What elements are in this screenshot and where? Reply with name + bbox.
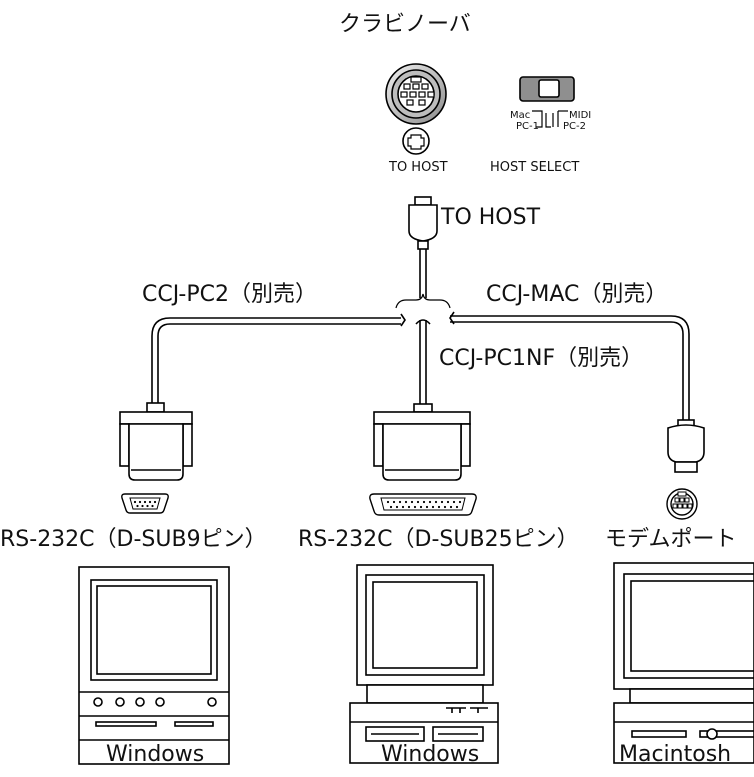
port-label-dsub9: RS-232C（D-SUB9ピン）	[0, 527, 267, 552]
pin-hole	[416, 500, 420, 504]
pin-hole	[437, 505, 441, 509]
pin-hole	[392, 500, 396, 504]
pin-hole	[425, 505, 429, 509]
cable-plug-label: TO HOST	[441, 205, 541, 230]
pin-hole	[419, 505, 423, 509]
macintosh-icon	[613, 562, 754, 764]
to-host-port-label: TO HOST	[389, 160, 448, 175]
pin-hole	[428, 500, 432, 504]
branch-bracket	[395, 293, 451, 309]
pin-hole	[446, 500, 450, 504]
port-label-dsub25: RS-232C（D-SUB25ピン）	[298, 527, 579, 552]
port-label-modem: モデムポート	[605, 527, 737, 552]
cable-pc1nf	[415, 319, 431, 404]
computer-label-right: Macintosh	[619, 742, 732, 767]
pin-hole	[407, 505, 411, 509]
dsub25-port-icon	[369, 493, 477, 516]
pin-hole	[449, 505, 453, 509]
host-cable-plug	[408, 196, 438, 250]
cable-label-pc2: CCJ-PC2（別売）	[142, 282, 317, 307]
windows-pc-center-icon	[349, 564, 499, 764]
pin-hole	[458, 500, 462, 504]
pin-hole	[398, 500, 402, 504]
switch-label-mac: Mac	[510, 110, 531, 121]
pin-hole	[431, 505, 435, 509]
host-cable	[419, 249, 427, 298]
pin-hole	[401, 505, 405, 509]
dsub25-plug	[373, 403, 471, 481]
mac-din-plug	[667, 419, 705, 473]
pin-hole	[389, 505, 393, 509]
cable-label-mac: CCJ-MAC（別売）	[486, 282, 668, 307]
cable-mac	[449, 311, 690, 420]
pin-hole	[434, 500, 438, 504]
pin-hole	[413, 505, 417, 509]
cable-label-pc1nf: CCJ-PC1NF（別売）	[439, 346, 644, 371]
pin-hole	[395, 505, 399, 509]
modem-port-icon	[666, 488, 698, 520]
pin-hole	[386, 500, 390, 504]
pin-hole	[443, 505, 447, 509]
host-select-label: HOST SELECT	[490, 160, 580, 175]
computer-label-left: Windows	[106, 742, 205, 767]
dsub9-port-icon	[121, 493, 169, 514]
switch-label-pc1: PC-1	[516, 121, 539, 132]
switch-label-pc2: PC-2	[563, 121, 586, 132]
host-select-switch[interactable]	[519, 76, 575, 102]
to-host-port-icon	[385, 63, 447, 155]
pin-hole	[452, 500, 456, 504]
cable-pc2	[151, 313, 406, 403]
instrument-title: クラビノーバ	[339, 12, 471, 37]
pin-hole	[404, 500, 408, 504]
windows-pc-left-icon	[78, 566, 230, 765]
pin-hole	[455, 505, 459, 509]
pin-hole	[422, 500, 426, 504]
pin-hole	[410, 500, 414, 504]
dsub9-plug	[119, 402, 193, 481]
computer-label-center: Windows	[381, 742, 480, 767]
switch-label-midi: MIDI	[569, 110, 592, 121]
pin-hole	[440, 500, 444, 504]
switch-position-brackets	[532, 110, 568, 128]
